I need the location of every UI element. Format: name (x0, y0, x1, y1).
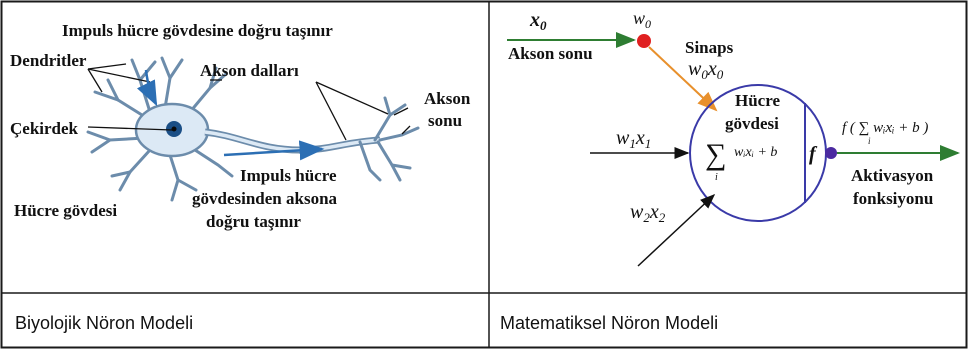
impulse-arrow-to-body (136, 69, 158, 107)
activation-label-line2: fonksiyonu (853, 189, 933, 208)
output-expression: f ( ∑ wᵢxᵢ + b ) (842, 120, 928, 136)
w2x2-input-line (637, 193, 716, 267)
axon-shape (204, 128, 381, 154)
x0-label: x0 (529, 9, 547, 33)
impulse-to-axon-label-line1: Impuls hücre (240, 166, 337, 185)
w2x2-label: w2x2 (630, 201, 666, 225)
sum-term: wᵢxᵢ + b (734, 145, 777, 160)
math-caption: Matematiksel Nöron Modeli (500, 313, 718, 333)
impulse-to-body-label: Impuls hücre gövdesine doğru taşınır (62, 21, 333, 40)
math-neuron-drawing (507, 32, 960, 267)
biological-caption: Biyolojik Nöron Modeli (15, 313, 193, 333)
w1x1-label: w1x1 (616, 127, 651, 151)
axon-branches-label: Akson dalları (200, 61, 299, 80)
nucleus-label: Çekirdek (10, 119, 79, 138)
output-expression-index: i (868, 136, 871, 146)
synapse-label: Sinaps (685, 38, 734, 57)
activation-symbol: f (809, 143, 818, 165)
sum-index: i (715, 172, 718, 183)
cell-body-label: Hücre gövdesi (14, 201, 117, 220)
leader-lines (87, 63, 411, 141)
impulse-arrow-to-axon (223, 140, 325, 161)
dendrites-label: Dendritler (10, 51, 87, 70)
cell-body-math-line1: Hücre (735, 91, 780, 110)
impulse-to-axon-label-line2: gövdesinden aksona (192, 189, 338, 208)
output-node (825, 147, 837, 159)
sum-symbol: ∑ (705, 138, 726, 171)
weight-node-w0 (637, 34, 651, 48)
w0x0-label: w0x0 (688, 58, 724, 82)
axon-end-label-line2: sonu (428, 111, 462, 130)
synapse-line (648, 46, 718, 112)
biological-neuron-drawing (86, 56, 420, 202)
activation-label-line1: Aktivasyon (851, 166, 934, 185)
w0-label: w0 (633, 8, 651, 31)
axon-end-label-line1: Akson (424, 89, 471, 108)
impulse-to-axon-label-line3: doğru taşınır (206, 212, 301, 231)
cell-body-math-line2: gövdesi (725, 114, 779, 133)
axon-terminals-drawing (358, 96, 420, 182)
axon-end-math-label: Akson sonu (508, 44, 593, 63)
